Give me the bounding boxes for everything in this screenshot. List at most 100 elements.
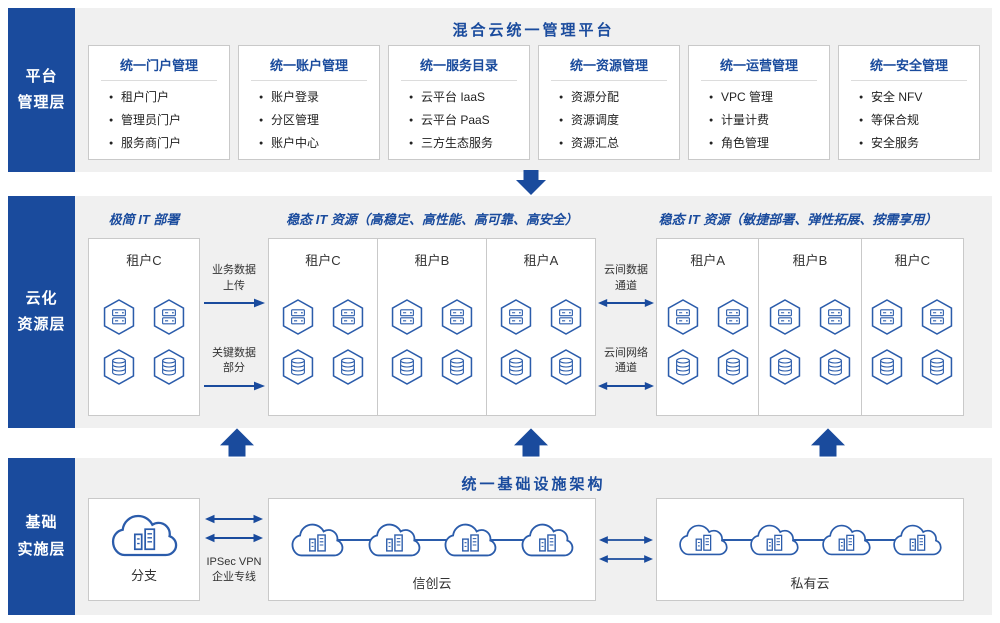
cloud-node-icon [440,518,500,562]
server-hexagon-icon [870,298,904,336]
xinchuang-label: 信创云 [412,576,452,591]
module-item: VPC 管理 [709,86,825,109]
agile-tenant-group: 租户A 租户B 租户C [656,238,964,416]
keydata-label: 关键数据 部分 [212,347,256,375]
platform-modules: 统一门户管理 租户门户 管理员门户 服务商门户 统一账户管理 账户登录 分区管理… [88,45,980,160]
server-hexagon-icon [920,298,954,336]
tenant-resource-icons [759,269,860,415]
flow-up-arrow-icon [811,428,845,457]
keydata-connector: 关键数据 部分 [202,346,266,391]
double-arrow-icon [204,514,264,524]
cloud-node-icon [889,518,945,562]
server-hexagon-icon [331,298,365,336]
agile-resource-header: 稳态 IT 资源（敏捷部署、弹性拓展、按需享用） [658,212,938,227]
inter-cloud-link-connector [596,498,656,601]
module-title: 统一服务目录 [401,46,517,81]
database-hexagon-icon [102,348,136,386]
right-arrow-icon [202,381,266,391]
module-item: 资源调度 [559,109,675,132]
cloud-node-icon [746,518,802,562]
database-hexagon-icon [870,348,904,386]
cloud-node-icon [364,518,424,562]
tenant-label: 租户B [414,253,450,268]
double-arrow-icon [598,298,654,308]
cloud-node-row [269,499,595,573]
stable-resource-header: 稳态 IT 资源（高稳定、高性能、高可靠、高安全） [286,212,578,227]
edge-deployment-header: 极简 IT 部署 [108,212,180,227]
flow-up-arrow-icon [514,428,548,457]
tenant-resource-icons [89,269,199,415]
data-channel-label: 云间数据 通道 [604,264,648,292]
platform-title: 混合云统一管理平台 [452,22,615,39]
server-hexagon-icon [768,298,802,336]
database-hexagon-icon [152,348,186,386]
database-hexagon-icon [716,348,750,386]
platform-layer-label: 平台 管理层 [8,8,75,172]
module-item: 分区管理 [259,109,375,132]
tenant-cell: 租户C [862,239,963,415]
module-item: 云平台 IaaS [409,86,525,109]
module-title: 统一账户管理 [251,46,367,81]
module-item: 资源分配 [559,86,675,109]
module-item-list: 租户门户 管理员门户 服务商门户 [89,86,229,155]
vpn-connector: IPSec VPN 企业专线 [200,498,268,601]
tenant-label: 租户A [690,253,725,268]
platform-management-layer-band: 平台 管理层 混合云统一管理平台 统一门户管理 租户门户 管理员门户 服务商门户… [8,8,992,172]
cloud-resource-layer-band: 云化 资源层 极简 IT 部署 稳态 IT 资源（高稳定、高性能、高可靠、高安全… [8,196,992,428]
edge-tenant-box: 租户C [88,238,200,416]
right-arrow-icon [202,298,266,308]
module-title: 统一安全管理 [851,46,967,81]
server-hexagon-icon [549,298,583,336]
tenant-label: 租户C [126,253,162,268]
database-hexagon-icon [549,348,583,386]
server-hexagon-icon [281,298,315,336]
tenant-cell: 租户A [487,239,595,415]
cloud-connection-line [307,539,557,541]
server-hexagon-icon [818,298,852,336]
branch-label: 分支 [130,567,157,583]
edge-to-stable-connector: 业务数据 上传 关键数据 部分 [200,238,268,416]
module-resource-management: 统一资源管理 资源分配 资源调度 资源汇总 [538,45,680,160]
tenant-resource-icons [487,269,595,415]
module-title: 统一运营管理 [701,46,817,81]
upload-connector: 业务数据 上传 [202,263,266,308]
tenant-resource-icons [378,269,486,415]
flow-up-arrow-icon [220,428,254,457]
module-security-management: 统一安全管理 安全 NFV 等保合规 安全服务 [838,45,980,160]
server-hexagon-icon [666,298,700,336]
cloud-branch-icon [106,508,182,563]
tenant-resource-icons [657,269,758,415]
infra-layer-label: 基础 实施层 [8,458,75,615]
module-item: 资源汇总 [559,132,675,155]
infra-title: 统一基础设施架构 [461,476,606,493]
double-arrow-icon [598,381,654,391]
database-hexagon-icon [768,348,802,386]
module-item-list: 云平台 IaaS 云平台 PaaS 三方生态服务 [389,86,529,155]
network-channel-connector: 云间网络 通道 [598,346,654,391]
module-title: 统一资源管理 [551,46,667,81]
module-portal-management: 统一门户管理 租户门户 管理员门户 服务商门户 [88,45,230,160]
private-cloud-box: 私有云 [656,498,964,601]
module-item: 租户门户 [109,86,225,109]
server-hexagon-icon [716,298,750,336]
tenant-label: 租户C [305,253,341,268]
module-item: 等保合规 [859,109,975,132]
server-hexagon-icon [152,298,186,336]
data-channel-connector: 云间数据 通道 [598,263,654,308]
module-operation-management: 统一运营管理 VPC 管理 计量计费 角色管理 [688,45,830,160]
module-item: 安全服务 [859,132,975,155]
module-item: 安全 NFV [859,86,975,109]
cloud-node-icon [818,518,874,562]
tenant-cell: 租户C [269,239,378,415]
database-hexagon-icon [920,348,954,386]
module-item: 云平台 PaaS [409,109,525,132]
tenant-resource-icons [269,269,377,415]
infrastructure-layer-band: 基础 实施层 统一基础设施架构 分支 IPSec VPN 企业专线 信创云 [8,458,992,615]
cloud-node-row [657,499,963,573]
cloud-node-icon [287,518,347,562]
module-item-list: 资源分配 资源调度 资源汇总 [539,86,679,155]
database-hexagon-icon [666,348,700,386]
server-hexagon-icon [499,298,533,336]
database-hexagon-icon [281,348,315,386]
